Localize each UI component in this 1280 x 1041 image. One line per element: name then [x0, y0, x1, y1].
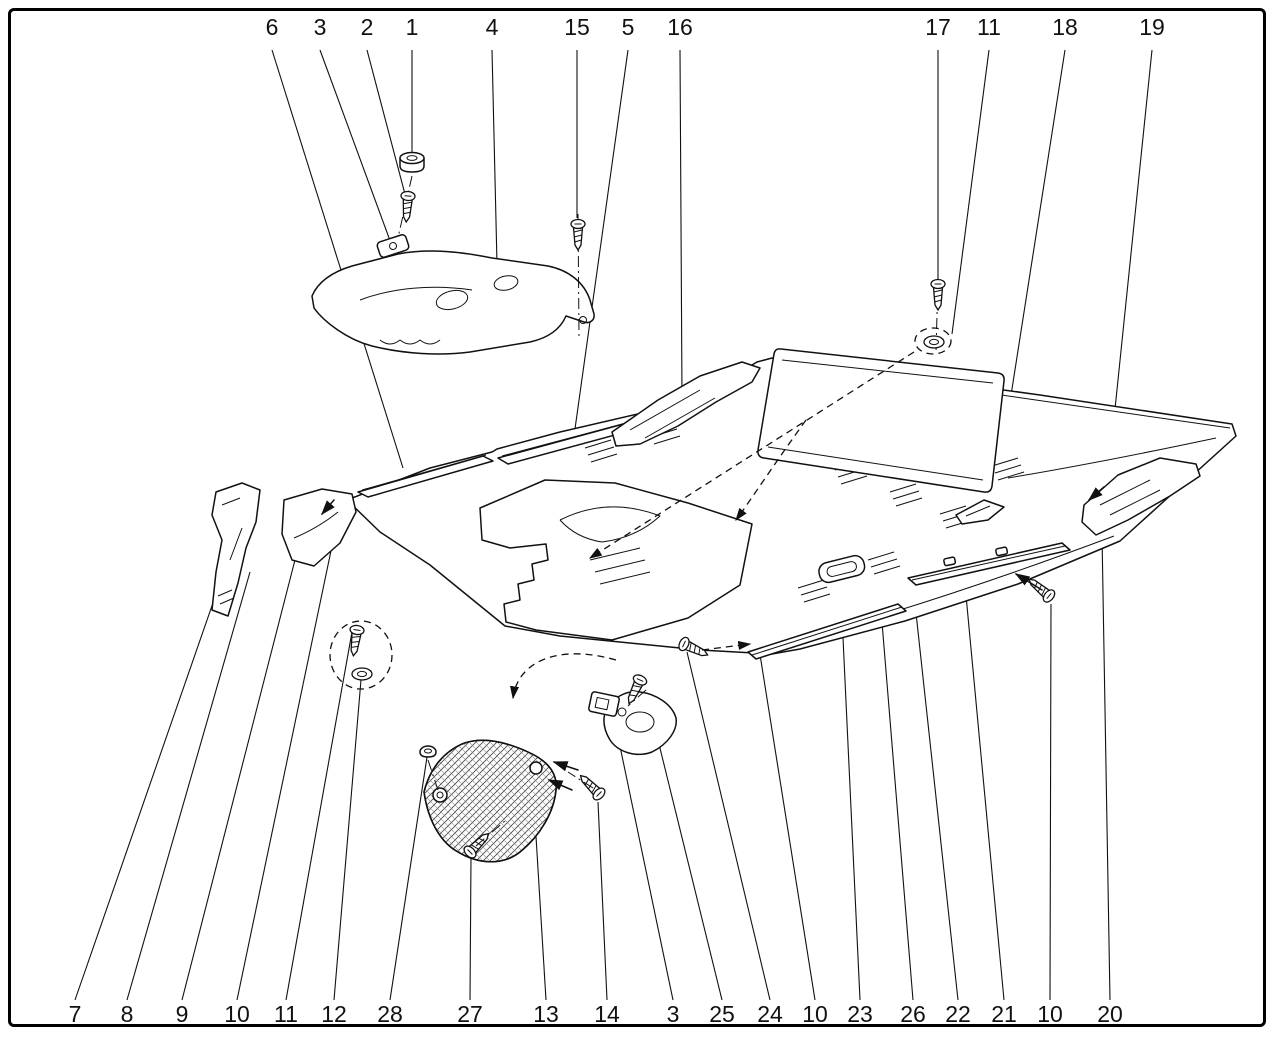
callout-top: 11	[977, 14, 1001, 40]
callout-bottom: 27	[457, 1001, 483, 1027]
callout-top: 6	[265, 14, 279, 40]
callout-top: 18	[1052, 14, 1078, 40]
seat-back-panel	[758, 349, 1004, 492]
quarter-trim-left	[212, 483, 260, 616]
fastener-highlight-circle	[330, 621, 392, 689]
assembly-arrow	[1014, 573, 1042, 590]
dash-insulation-cover	[312, 251, 594, 354]
washer-highlight-circle	[915, 328, 951, 354]
screw-2	[398, 190, 416, 224]
assembly-arrow	[547, 780, 572, 790]
assembly-dashed-arrows	[510, 352, 914, 700]
callout-top: 3	[313, 14, 327, 40]
front-floor-carpet	[480, 480, 752, 640]
centerline-nut-28	[428, 760, 438, 790]
callout-bottom: 26	[900, 1001, 926, 1027]
bracket-18	[956, 500, 1004, 524]
callout-bottom: 3	[666, 1001, 680, 1027]
callout-bottom: 8	[120, 1001, 134, 1027]
callout-bottom: 7	[68, 1001, 82, 1027]
mounting-bracket	[424, 740, 556, 861]
callout-bottom: 13	[533, 1001, 559, 1027]
callout-bottom: 14	[594, 1001, 620, 1027]
callout-bottom: 11	[274, 1001, 298, 1027]
callout-bottom: 25	[709, 1001, 735, 1027]
washer-11-top	[923, 335, 945, 349]
assembly-arrow	[552, 762, 578, 772]
centerline-screw-3	[628, 690, 646, 706]
callout-bottom: 22	[945, 1001, 971, 1027]
screw-17	[930, 278, 946, 311]
wheel-arch-trim	[612, 362, 760, 446]
callout-bottom: 28	[377, 1001, 403, 1027]
screw-24-arrow	[702, 640, 752, 650]
b-pillar-trim	[282, 489, 356, 566]
callout-top: 19	[1139, 14, 1165, 40]
trim-cap	[400, 153, 424, 173]
centerline-screw-14	[568, 772, 593, 788]
callout-bottom: 21	[991, 1001, 1017, 1027]
clip-plate-3-top	[376, 234, 409, 258]
sill-strip-left-front	[358, 455, 493, 497]
scuff-strip-front	[748, 604, 906, 659]
grab-handle	[817, 554, 866, 585]
callout-top: 16	[667, 14, 693, 40]
washer-12	[351, 667, 373, 681]
callout-bottom: 10	[802, 1001, 828, 1027]
callout-top: 4	[485, 14, 499, 40]
screw-11-bottom	[345, 623, 366, 658]
callout-bottom: 10	[224, 1001, 250, 1027]
callout-bottom: 12	[321, 1001, 347, 1027]
scuff-strip-rear	[908, 543, 1070, 585]
figure-border	[8, 8, 1266, 1027]
callout-top: 1	[405, 14, 419, 40]
callout-bottom: 20	[1097, 1001, 1123, 1027]
centerline-screw-27	[476, 820, 506, 846]
cap-nut-28	[420, 746, 436, 757]
callout-bottom: 9	[175, 1001, 189, 1027]
callout-top: 17	[925, 14, 951, 40]
callout-bottom: 24	[757, 1001, 783, 1027]
right-rocker-trim	[1082, 458, 1200, 535]
clip-plate-3-bottom	[588, 691, 620, 716]
callout-top: 15	[564, 14, 590, 40]
callout-bottom: 23	[847, 1001, 873, 1027]
callout-bottom: 10	[1037, 1001, 1063, 1027]
callout-top: 5	[621, 14, 635, 40]
callout-top: 2	[360, 14, 374, 40]
screw-15	[570, 218, 586, 251]
leader-lines-bottom	[75, 535, 1110, 1000]
